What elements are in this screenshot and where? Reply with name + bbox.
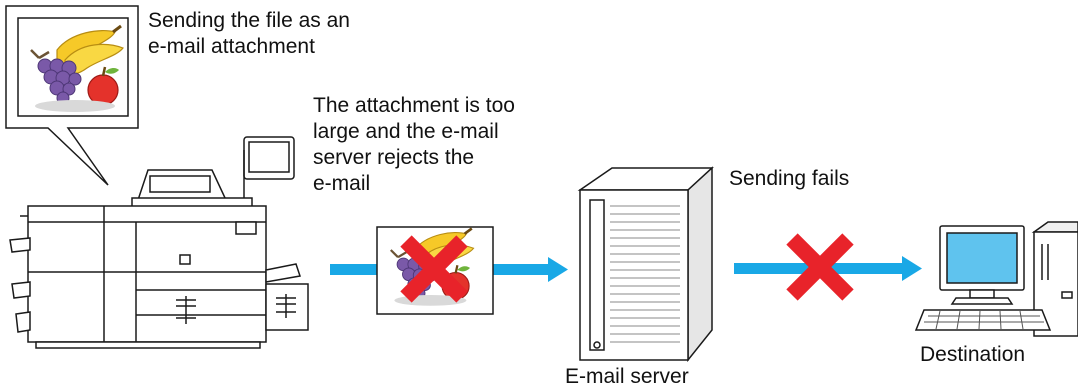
- mfp-printer-icon: [9, 136, 309, 349]
- speech-bubble-icon: [5, 5, 139, 186]
- send-fail-caption: Sending fails: [729, 167, 850, 190]
- server-tower-icon: [577, 166, 714, 363]
- desktop-computer-icon: [914, 221, 1078, 337]
- attachment-card: [376, 226, 494, 315]
- email-server-label: E-mail server: [565, 365, 689, 388]
- bubble-caption: Sending the file as an e-mail attachment: [148, 9, 350, 58]
- destination-label: Destination: [920, 343, 1026, 366]
- rejection-caption: The attachment is too large and the e-ma…: [313, 94, 515, 195]
